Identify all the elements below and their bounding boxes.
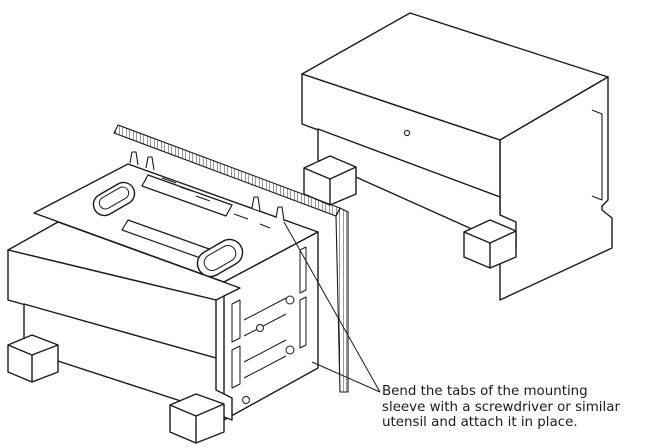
caption-line-1: Bend the tabs of the mounting — [382, 384, 588, 399]
caption-line-3: utensil and attach it in place. — [382, 415, 578, 430]
caption-line-2: sleeve with a screwdriver or similar — [382, 399, 620, 415]
instruction-caption: Bend the tabs of the mounting sleeve wit… — [382, 384, 650, 431]
inserted-unit — [7, 221, 241, 444]
dashboard-panel — [113, 124, 349, 393]
head-unit — [301, 12, 613, 301]
mounting-sleeve — [33, 151, 319, 421]
callout-leaders — [283, 221, 381, 393]
